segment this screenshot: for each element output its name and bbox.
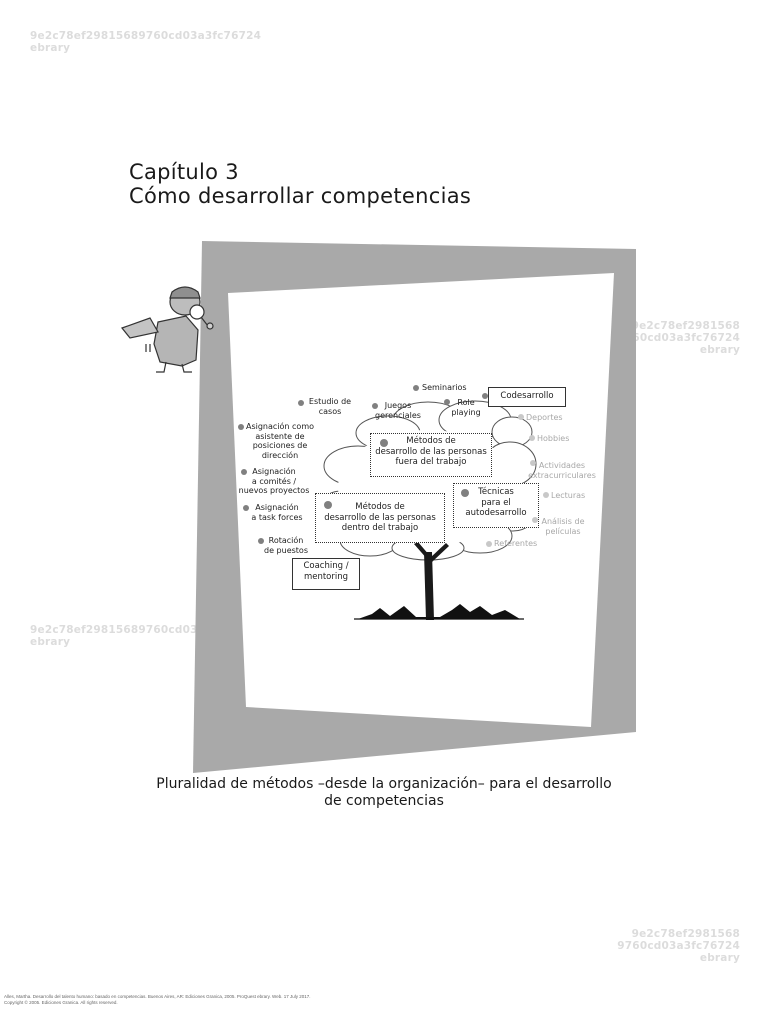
bullet-dot — [238, 424, 244, 430]
label-line: extracurriculares — [528, 470, 596, 480]
label-line: Asignación — [252, 467, 296, 476]
copyright-line: Copyright © 2005. Ediciones Granica. All… — [4, 999, 118, 1005]
label-line: nuevos proyectos — [238, 486, 310, 495]
bullet-dot — [543, 492, 549, 498]
bullet-dot — [380, 439, 388, 447]
bullet-dot — [532, 517, 538, 523]
label-line: Estudio de — [308, 397, 352, 406]
codesarrollo-label: Codesarrollo — [500, 391, 554, 401]
figure-caption: Pluralidad de métodos –desde la organiza… — [100, 776, 668, 810]
label-line: películas — [545, 526, 581, 536]
box-inside-work: Métodos de desarrollo de las personas de… — [315, 493, 445, 543]
bullet-dot — [529, 435, 535, 441]
label-deportes: Deportes — [526, 413, 563, 422]
label-line: de puestos — [264, 545, 308, 555]
label-line: dirección — [261, 450, 299, 460]
coaching-line: Coaching / — [303, 561, 349, 571]
label-asistente: Asignación como asistente de posiciones … — [240, 422, 320, 460]
label-line: Asignación como — [245, 422, 315, 431]
watermark-right-upper: 9e2c78ef2981568​9760cd03a3fc76724 ebrary — [518, 320, 740, 356]
box-outside-line: desarrollo de las personas — [375, 446, 487, 457]
label-line: a comités / — [251, 476, 297, 486]
detective-icon — [121, 286, 214, 373]
bullet-dot — [258, 538, 264, 544]
box-outside-line: fuera del trabajo — [395, 457, 467, 467]
watermark-hash: 9e2c78ef2981568​9760cd03a3fc76724 — [617, 928, 740, 952]
box-self-line: autodesarrollo — [465, 508, 527, 518]
chapter-heading: Capítulo 3 Cómo desarrollar competencias — [129, 160, 471, 208]
label-line: Juegos — [384, 401, 412, 410]
label-line: posiciones de — [252, 441, 308, 450]
bullet-dot — [241, 469, 247, 475]
label-line: Role — [457, 398, 475, 407]
label-task-forces: Asignación a task forces — [244, 503, 310, 522]
box-outside-line: Métodos de — [406, 436, 456, 446]
label-line: gerenciales — [375, 410, 421, 420]
label-lecturas: Lecturas — [551, 491, 586, 500]
label-actividades: Actividades extracurriculares — [522, 461, 602, 480]
label-referentes: Referentes — [494, 539, 538, 548]
label-estudio-casos: Estudio de casos — [300, 397, 360, 416]
label-line: Asignación — [255, 503, 299, 512]
box-self-line: Técnicas — [478, 487, 514, 497]
ground — [354, 604, 524, 620]
box-inside-line: desarrollo de las personas — [324, 512, 436, 523]
bullet-dot — [413, 385, 419, 391]
label-juegos: Juegos gerenciales — [368, 401, 428, 420]
watermark-right-lower: 9e2c78ef2981568​9760cd03a3fc76724 ebrary — [518, 928, 740, 964]
bullet-dot — [518, 414, 524, 420]
watermark-hash: 9e2c78ef2981568​9760cd03a3fc76724 — [617, 320, 740, 344]
label-line: a task forces — [251, 512, 303, 522]
watermark-lib: ebrary — [699, 952, 740, 964]
label-line: Rotación — [268, 536, 304, 545]
box-codesarrollo: Codesarrollo — [488, 387, 566, 407]
bullet-dot — [530, 460, 536, 466]
caption-line-2: de competencias — [324, 793, 444, 809]
watermark-lib: ebrary — [30, 636, 71, 648]
label-rotacion: Rotación de puestos — [258, 536, 314, 555]
label-role-playing: Role playing — [446, 398, 486, 417]
bullet-dot — [461, 489, 469, 497]
tree-trunk — [414, 542, 449, 620]
citation-line: Alles, Martha. Desarrollo del talento hu… — [4, 994, 311, 999]
bullet-dot — [298, 400, 304, 406]
bullet-dot — [372, 403, 378, 409]
caption-line-1: Pluralidad de métodos –desde la organiza… — [156, 776, 612, 792]
label-analisis: Análisis de películas — [536, 517, 590, 536]
chapter-title: Cómo desarrollar competencias — [129, 184, 472, 208]
box-outside-work: Métodos de desarrollo de las personas fu… — [370, 433, 492, 477]
box-inside-line: dentro del trabajo — [341, 523, 419, 533]
label-line: Análisis de — [541, 517, 585, 526]
label-hobbies: Hobbies — [537, 434, 570, 443]
label-seminarios: Seminarios — [422, 383, 467, 392]
bullet-dot — [486, 541, 492, 547]
watermark-lib: ebrary — [30, 42, 71, 54]
coaching-line: mentoring — [303, 571, 349, 582]
box-inside-line: Métodos de — [355, 502, 405, 512]
box-self-line: para el — [481, 497, 511, 508]
bullet-dot — [243, 505, 249, 511]
box-coaching: Coaching / mentoring — [292, 558, 360, 590]
label-line: casos — [318, 406, 342, 416]
watermark-hash: 9e2c78ef2981568​9760cd03a3fc76724 — [30, 30, 262, 42]
label-line: asistente de — [255, 431, 305, 441]
label-comites: Asignación a comités / nuevos proyectos — [236, 467, 312, 496]
label-line: Actividades — [538, 461, 586, 470]
citation-footer: Alles, Martha. Desarrollo del talento hu… — [4, 994, 311, 1005]
watermark-lib: ebrary — [699, 344, 740, 356]
bullet-dot — [324, 501, 332, 509]
bullet-dot — [444, 399, 450, 405]
watermark-top-left: 9e2c78ef2981568​9760cd03a3fc76724 ebrary — [30, 30, 261, 54]
bullet-dot — [482, 393, 488, 399]
label-line: playing — [451, 407, 481, 417]
chapter-number: Capítulo 3 — [129, 160, 239, 184]
